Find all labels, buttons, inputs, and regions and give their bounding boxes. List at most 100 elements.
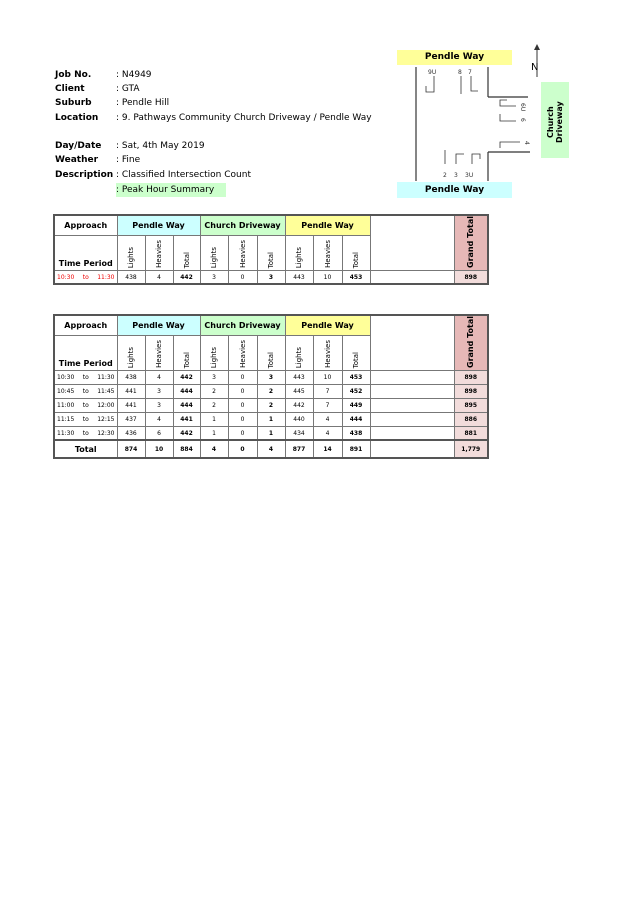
count-cell: 1	[199, 411, 229, 427]
count-cell: 3	[199, 269, 229, 285]
count-cell: 440	[284, 411, 314, 427]
grand-total-text: Grand Total	[466, 316, 476, 368]
sub-header: Heavies	[227, 334, 258, 371]
north-road-label: Pendle Way	[397, 50, 512, 65]
count-cell: 3	[256, 369, 286, 385]
sub-header-text: Lights	[295, 246, 303, 268]
sub-header: Total	[341, 234, 371, 271]
count-cell: 442	[172, 369, 201, 385]
count-cell: 453	[341, 369, 371, 385]
to-time: 11:30	[97, 273, 115, 281]
count-cell: 438	[116, 269, 146, 285]
sub-header: Heavies	[144, 234, 174, 271]
to-label: to	[82, 429, 89, 437]
blank-cell	[369, 397, 455, 413]
to-time: 11:45	[97, 387, 115, 395]
sub-header-text: Lights	[295, 346, 303, 368]
movement-7: 7	[468, 69, 472, 76]
movement-4: 4	[523, 141, 530, 145]
count-cell: 2	[256, 383, 286, 399]
count-cell: 444	[172, 397, 201, 413]
count-cell: 441	[172, 411, 201, 427]
sub-header-text: Heavies	[155, 240, 163, 268]
count-cell: 3	[144, 383, 174, 399]
count-cell: 3	[256, 269, 286, 285]
sub-header-text: Heavies	[323, 340, 332, 368]
movement-8: 8	[458, 69, 462, 76]
info-value: : Classified Intersection Count	[116, 170, 251, 180]
count-cell: 4	[312, 425, 343, 441]
count-cell: 0	[227, 425, 258, 441]
movement-arrows	[425, 76, 520, 164]
sub-header: Total	[256, 334, 286, 371]
road-edges	[415, 67, 530, 181]
info-label: Description	[55, 170, 114, 180]
info-value: : Sat, 4th May 2019	[116, 141, 205, 151]
to-time: 12:15	[97, 415, 115, 423]
total-cell: 4	[256, 439, 286, 459]
count-cell: 444	[341, 411, 371, 427]
count-cell: 0	[227, 383, 258, 399]
sub-header: Heavies	[227, 234, 258, 271]
count-cell: 442	[284, 397, 314, 413]
grand-total-cell: 898	[453, 383, 489, 399]
sub-header-text: Total	[267, 251, 275, 268]
count-cell: 434	[284, 425, 314, 441]
movement-3U: 3U	[465, 172, 473, 179]
sub-header: Lights	[284, 234, 314, 271]
info-label: Weather	[55, 155, 99, 165]
movement-6U: 6U	[519, 103, 526, 111]
blank-column	[369, 214, 455, 271]
total-cell: 0	[227, 439, 258, 459]
count-cell: 6	[144, 425, 174, 441]
sub-header: Total	[172, 234, 201, 271]
info-label: Client	[55, 84, 85, 94]
total-cell: 874	[116, 439, 146, 459]
info-value: : GTA	[116, 84, 140, 94]
sub-header-text: Lights	[210, 246, 218, 268]
peak-hour-summary-label: : Peak Hour Summary	[116, 183, 226, 197]
approach-2-header: Pendle Way	[284, 314, 371, 336]
count-cell: 0	[227, 369, 258, 385]
movement-9U: 9U	[428, 69, 436, 76]
north-label: N	[531, 62, 538, 73]
info-value: : N4949	[116, 70, 152, 80]
from-time: 10:30	[57, 373, 75, 381]
count-cell: 449	[341, 397, 371, 413]
intersection-diagram: N 9U 8 7 6U 6 4 2 3 3U	[415, 44, 540, 181]
sub-header: Heavies	[144, 334, 174, 371]
total-cell: 10	[144, 439, 174, 459]
count-cell: 1	[256, 411, 286, 427]
movement-3: 3	[454, 172, 458, 179]
sub-header: Lights	[284, 334, 314, 371]
count-cell: 441	[116, 383, 146, 399]
count-cell: 444	[172, 383, 201, 399]
grand-total-sum: 1,779	[453, 439, 489, 459]
count-cell: 437	[116, 411, 146, 427]
count-cell: 442	[172, 269, 201, 285]
count-cell: 0	[227, 269, 258, 285]
to-label: to	[82, 387, 89, 395]
total-cell: 884	[172, 439, 201, 459]
sub-header-text: Heavies	[238, 340, 247, 368]
sub-header: Total	[256, 234, 286, 271]
info-label: Suburb	[55, 98, 92, 108]
to-time: 12:30	[97, 429, 115, 437]
grand-total-cell: 886	[453, 411, 489, 427]
count-cell: 1	[256, 425, 286, 441]
sub-header-text: Heavies	[155, 340, 163, 368]
grand-total-header: Grand Total	[453, 214, 489, 271]
count-cell: 453	[341, 269, 371, 285]
count-cell: 436	[116, 425, 146, 441]
sub-header-text: Total	[182, 351, 191, 368]
info-value: : Pendle Hill	[116, 98, 170, 108]
approach-0-header: Pendle Way	[116, 314, 201, 336]
count-cell: 4	[144, 411, 174, 427]
